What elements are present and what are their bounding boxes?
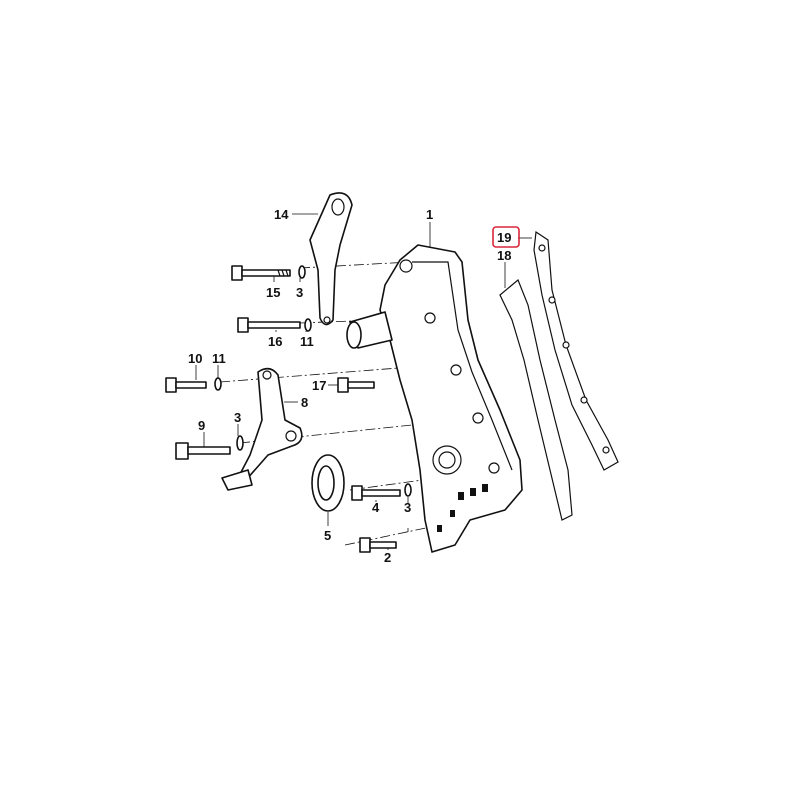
callout-8: 8	[301, 395, 308, 410]
callout-18: 18	[497, 248, 511, 263]
washer-3-top	[298, 265, 306, 279]
bracket-14	[309, 192, 353, 326]
washer-11-top	[304, 318, 312, 332]
bolt-2	[359, 537, 397, 553]
leader-lines	[195, 213, 532, 550]
gasket-18	[499, 279, 573, 521]
timing-cover	[346, 244, 523, 553]
callout-3-left: 3	[234, 410, 241, 425]
washer-11-left	[214, 377, 222, 391]
callout-11-top: 11	[300, 334, 314, 349]
bolt-10	[165, 377, 207, 393]
callout-14: 14	[274, 207, 289, 222]
support-arm-8	[221, 367, 303, 491]
bolt-15	[231, 265, 291, 281]
callout-16: 16	[268, 334, 282, 349]
callout-17: 17	[312, 378, 326, 393]
callouts: 1 14 19 18 15 3 16 11 10 11 17 8 3 9 4 3…	[188, 207, 511, 565]
gasket-19	[533, 230, 619, 471]
callout-3-bottom: 3	[404, 500, 411, 515]
callout-3-top: 3	[296, 285, 303, 300]
washer-3-left	[236, 435, 244, 451]
callout-15: 15	[266, 285, 280, 300]
bolt-4	[351, 485, 401, 501]
callout-1: 1	[426, 207, 433, 222]
callout-5: 5	[324, 528, 331, 543]
bolt-16	[237, 317, 301, 333]
washer-3-bottom	[404, 483, 412, 497]
bolt-9	[175, 442, 231, 460]
bolt-17	[337, 377, 375, 393]
callout-19: 19	[497, 230, 511, 245]
callout-4: 4	[372, 500, 380, 515]
callout-2: 2	[384, 550, 391, 565]
callout-9: 9	[198, 418, 205, 433]
callout-10: 10	[188, 351, 202, 366]
callout-11-left: 11	[212, 351, 226, 366]
seal-5	[311, 454, 345, 512]
callout-19-highlight	[492, 226, 520, 248]
